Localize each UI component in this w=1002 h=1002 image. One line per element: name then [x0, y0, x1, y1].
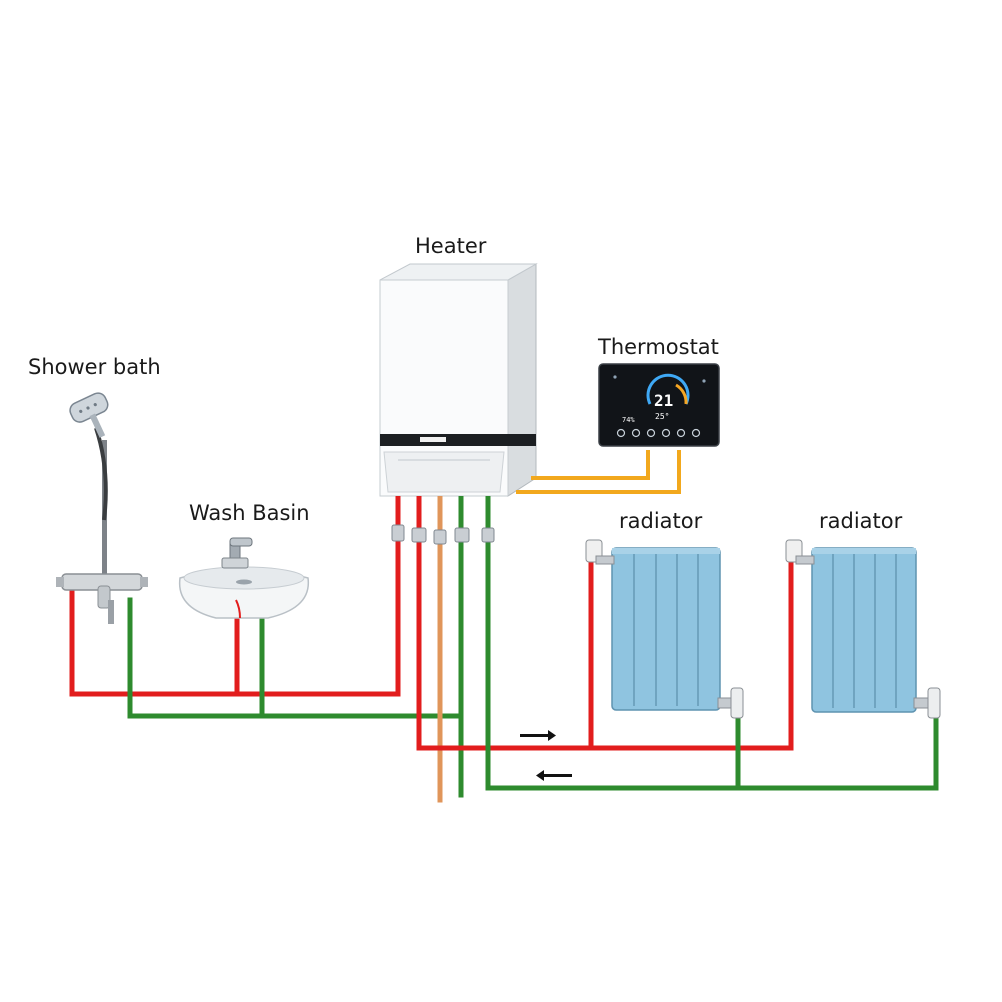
heating-flow-pipe [416, 502, 794, 751]
heater-logo [420, 437, 446, 442]
faucet-icon [221, 537, 253, 569]
thermostat-temperature: 21 [654, 391, 673, 410]
radiator-valve-top-icon [585, 539, 615, 565]
heater-valves [391, 524, 495, 545]
pipe-network [69, 502, 939, 803]
flow-arrows [520, 730, 572, 781]
cold-pipe-domestic [127, 597, 464, 719]
radiator-left [585, 539, 744, 719]
label-wash-basin: Wash Basin [189, 501, 310, 525]
wash-basin [178, 537, 310, 619]
fan-icon [661, 428, 671, 438]
label-heater: Heater [415, 234, 487, 258]
heating-return-pipe [485, 502, 939, 791]
radiator-right [785, 539, 941, 719]
radiator-valve-top-icon [785, 539, 815, 565]
heater-control-panel [380, 434, 536, 446]
thermostat-device: 21 25° 74% [598, 363, 720, 447]
thermostat-set-temperature: 25° [655, 412, 669, 421]
label-shower-bath: Shower bath [28, 355, 161, 379]
thermostat-wiring [516, 450, 681, 494]
up-icon [676, 428, 686, 438]
power-icon [616, 428, 626, 438]
wifi-icon [613, 375, 617, 379]
mode-icon [631, 428, 641, 438]
label-radiator-right: radiator [819, 509, 903, 533]
radiator-valve-bottom-icon [717, 687, 744, 719]
label-thermostat: Thermostat [597, 335, 719, 359]
thermostat-humidity: 74% [622, 416, 635, 424]
heater-boiler [379, 263, 538, 545]
shower-head-icon [69, 392, 109, 438]
radiator-valve-bottom-icon [913, 687, 941, 719]
arrow-right-icon [520, 730, 556, 741]
status-icon [702, 379, 706, 383]
thermostat-buttons [616, 428, 701, 438]
label-radiator-left: radiator [619, 509, 703, 533]
shower-bath [56, 392, 148, 624]
timer-icon [646, 428, 656, 438]
arrow-left-icon [536, 770, 572, 781]
shower-mixer-icon [56, 573, 148, 624]
down-icon [691, 428, 701, 438]
